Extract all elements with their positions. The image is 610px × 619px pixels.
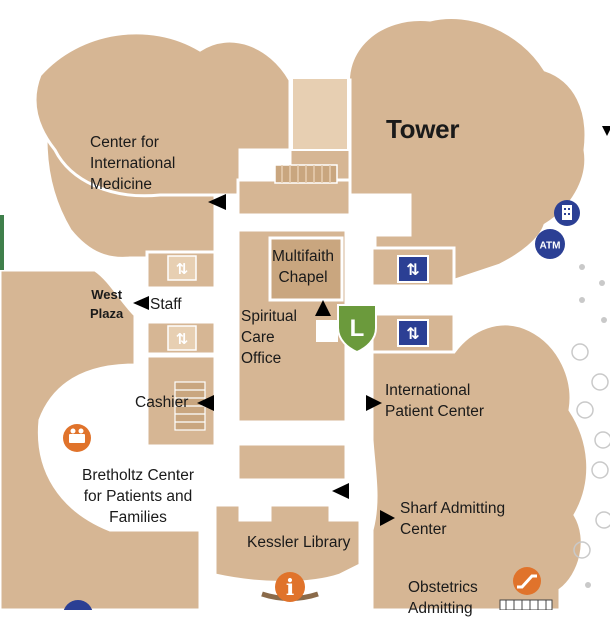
atm-icon: ATM [535, 229, 565, 259]
table-icon [571, 343, 610, 559]
cashier-stairs [174, 381, 206, 431]
elevator-icon: ⇅ [167, 325, 197, 351]
family-services-icon [63, 424, 91, 452]
svg-text:⇅: ⇅ [176, 260, 189, 278]
east-wing [370, 322, 590, 610]
partial-blue-icon [63, 600, 93, 610]
direction-arrow-icon [133, 126, 610, 526]
label-spiritual-care-office[interactable]: Spiritual Care Office [241, 308, 297, 367]
label-bretholtz-center[interactable]: Bretholtz Center for Patients and Famili… [82, 467, 194, 526]
label-cashier[interactable]: Cashier [135, 394, 189, 411]
svg-text:ATM: ATM [540, 241, 561, 252]
svg-text:⇅: ⇅ [176, 330, 189, 348]
corridor-gap [316, 320, 338, 342]
svg-text:L: L [350, 315, 365, 342]
table-dots [579, 264, 607, 588]
svg-text:i: i [286, 575, 294, 601]
label-west-plaza[interactable]: West Plaza [90, 287, 124, 321]
south-wing [213, 503, 362, 584]
label-staff[interactable]: Staff [150, 296, 182, 313]
tower-building [33, 15, 588, 282]
tower-stairs [274, 164, 338, 184]
label-sharf-admitting-center[interactable]: Sharf Admitting Center [400, 500, 506, 538]
label-obstetrics-admitting[interactable]: Obstetrics Admitting [408, 579, 478, 617]
info-icon: i [261, 572, 319, 602]
lobby-shield-icon: L [337, 304, 377, 354]
tower-title: Tower [386, 114, 460, 144]
elevator-icon: ⇅ [167, 255, 197, 281]
elevator-icon: ⇅ [397, 319, 429, 347]
label-multifaith-chapel[interactable]: Multifaith Chapel [272, 248, 335, 286]
elevator-icon: ⇅ [397, 255, 429, 283]
svg-text:⇅: ⇅ [406, 260, 419, 279]
escalator-icon [499, 567, 553, 610]
svg-text:⇅: ⇅ [406, 324, 419, 343]
label-international-patient-center[interactable]: International Patient Center [385, 382, 485, 420]
edge-green [0, 215, 4, 270]
label-center-international-medicine[interactable]: Center for International Medicine [90, 134, 176, 193]
tower-atrium [291, 77, 349, 151]
phone-building-icon [554, 200, 580, 226]
label-kessler-library[interactable]: Kessler Library [247, 534, 351, 551]
